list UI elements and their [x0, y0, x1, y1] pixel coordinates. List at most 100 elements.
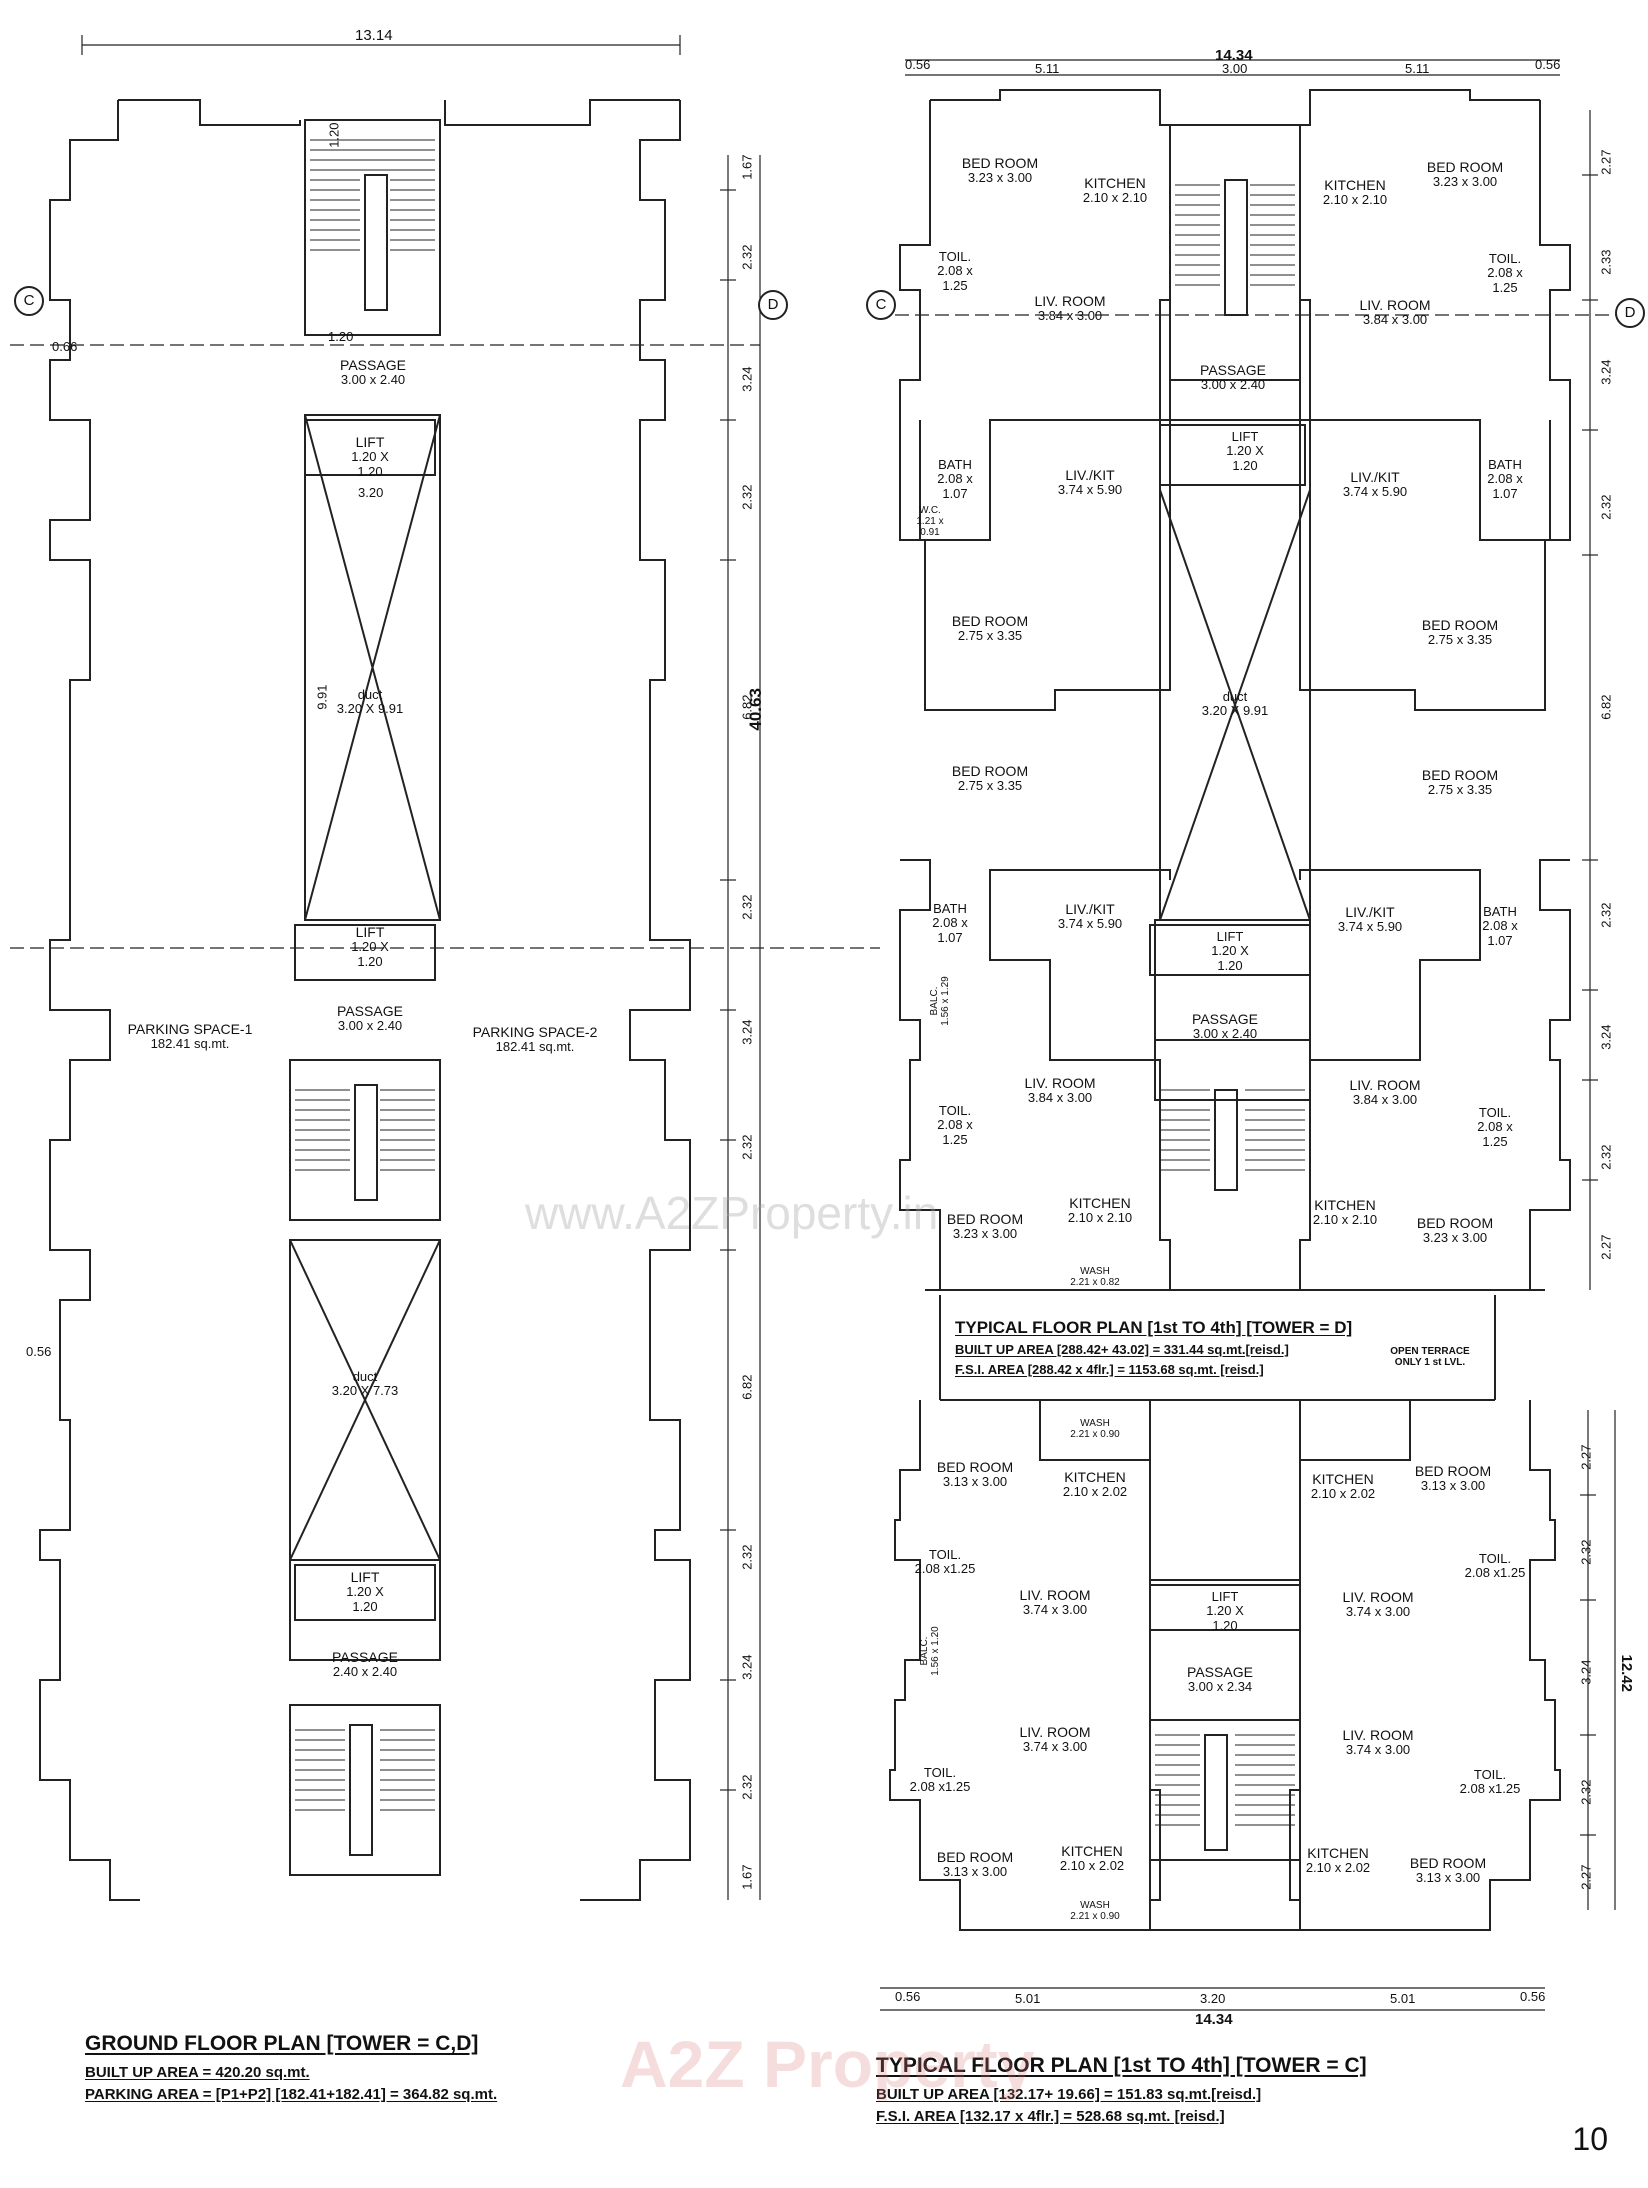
tower-d-top-dim-2: 3.00	[1222, 61, 1248, 76]
tower-d-dimension-lines	[875, 59, 1640, 1290]
tower-c-dim-r4: 2.27	[1578, 1864, 1594, 1890]
tower-d-axis-c: C	[866, 290, 896, 320]
tower-d-stairs	[1160, 184, 1305, 1171]
ground-passage-bottom: PASSAGE 2.40 x 2.40	[332, 1649, 398, 1680]
ground-lift-top: LIFT 1.20 X 1.20	[351, 434, 389, 479]
tower-d-dim-r8: 2.27	[1598, 1234, 1614, 1260]
c-toilet-2: TOIL.2.08 x1.25	[909, 1765, 971, 1795]
ground-dim-misc-5: 9.91	[314, 684, 330, 710]
ground-dim-r3: 2.32	[739, 484, 755, 510]
ground-duct-bottom: duct 3.20 X 7.73	[331, 1369, 399, 1399]
ground-overall-width: 13.14	[355, 27, 393, 44]
ground-passage-mid: PASSAGE 3.00 x 2.40	[337, 1003, 403, 1034]
ground-floor-title: GROUND FLOOR PLAN [TOWER = C,D]	[85, 2032, 479, 2055]
tower-c-bottom-dim-4: 0.56	[1520, 1989, 1546, 2004]
tower-d-top-dim-1: 5.11	[1035, 61, 1060, 76]
ground-dim-r7: 2.32	[739, 1134, 755, 1160]
c-toilet-1: TOIL.2.08 x1.25	[914, 1547, 976, 1577]
ground-dim-r8: 6.82	[739, 1374, 755, 1400]
parking-space-1: PARKING SPACE-1 182.41 sq.mt.	[127, 1021, 253, 1052]
tower-c-stairs	[1155, 1734, 1295, 1826]
tower-d-top-dim-3: 5.11	[1405, 61, 1430, 76]
ground-dimension-lines	[10, 35, 880, 1900]
tower-d-dim-r0: 2.27	[1598, 149, 1614, 175]
tower-d-top-dim-4: 0.56	[1535, 57, 1561, 72]
tower-c-overall-length: 12.42	[1618, 1654, 1636, 1693]
tower-d-dim-r6: 3.24	[1598, 1024, 1614, 1050]
tower-d-title: TYPICAL FLOOR PLAN [1st TO 4th] [TOWER =…	[955, 1318, 1353, 1337]
tower-d-dim-r1: 2.33	[1598, 249, 1614, 275]
tower-d-dim-r4: 6.82	[1598, 694, 1614, 720]
tower-d-dim-r7: 2.32	[1598, 1144, 1614, 1170]
ground-dim-misc-3: 0.56	[26, 1344, 52, 1359]
logo-watermark: A2Z Property	[620, 2027, 1035, 2101]
tower-d-dim-r2: 3.24	[1598, 359, 1614, 385]
ground-dim-r9: 2.32	[739, 1544, 755, 1570]
tower-d-outline	[899, 89, 1571, 1401]
site-watermark: www.A2ZProperty.in	[525, 1187, 939, 1239]
ground-dim-r6: 3.24	[739, 1019, 755, 1045]
tower-c-dim-r0: 2.27	[1578, 1444, 1594, 1470]
d-balcony-1: BALC.1.56 x 1.29	[929, 976, 951, 1026]
tower-c-dim-r1: 2.32	[1578, 1539, 1594, 1565]
tower-c-title: TYPICAL FLOOR PLAN [1st TO 4th] [TOWER =…	[876, 2054, 1367, 2077]
tower-d-overall-width: 14.34	[1215, 47, 1253, 64]
tower-d-fsi: F.S.I. AREA [288.42 x 4flr.] = 1153.68 s…	[955, 1362, 1264, 1377]
c-toilet-3: TOIL.2.08 x1.25	[1464, 1551, 1526, 1581]
tower-c-overall-width: 14.34	[1195, 2011, 1233, 2028]
ground-duct-top: duct 3.20 X 9.91	[336, 687, 404, 717]
page-number: 10	[1572, 2121, 1608, 2157]
ground-dim-r12: 1.67	[739, 1864, 755, 1890]
c-balcony-1: BALC.1.56 x 1.20	[919, 1626, 941, 1676]
ground-dim-misc-0: 1.20	[326, 122, 342, 148]
tower-c-bottom-dim-1: 5.01	[1015, 1991, 1041, 2006]
tower-d-top-dim-0: 0.56	[905, 57, 931, 72]
tower-c-outline	[889, 1399, 1561, 1931]
axis-c-bubble: C	[14, 286, 44, 316]
ground-dim-misc-2: 0.66	[52, 339, 78, 354]
tower-c-fsi: F.S.I. AREA [132.17 x 4flr.] = 528.68 sq…	[876, 2108, 1225, 2125]
ground-built-up-area: BUILT UP AREA = 420.20 sq.mt.	[85, 2064, 310, 2081]
parking-space-2: PARKING SPACE-2 182.41 sq.mt.	[472, 1024, 598, 1055]
tower-d-axis-d: D	[1615, 298, 1645, 328]
